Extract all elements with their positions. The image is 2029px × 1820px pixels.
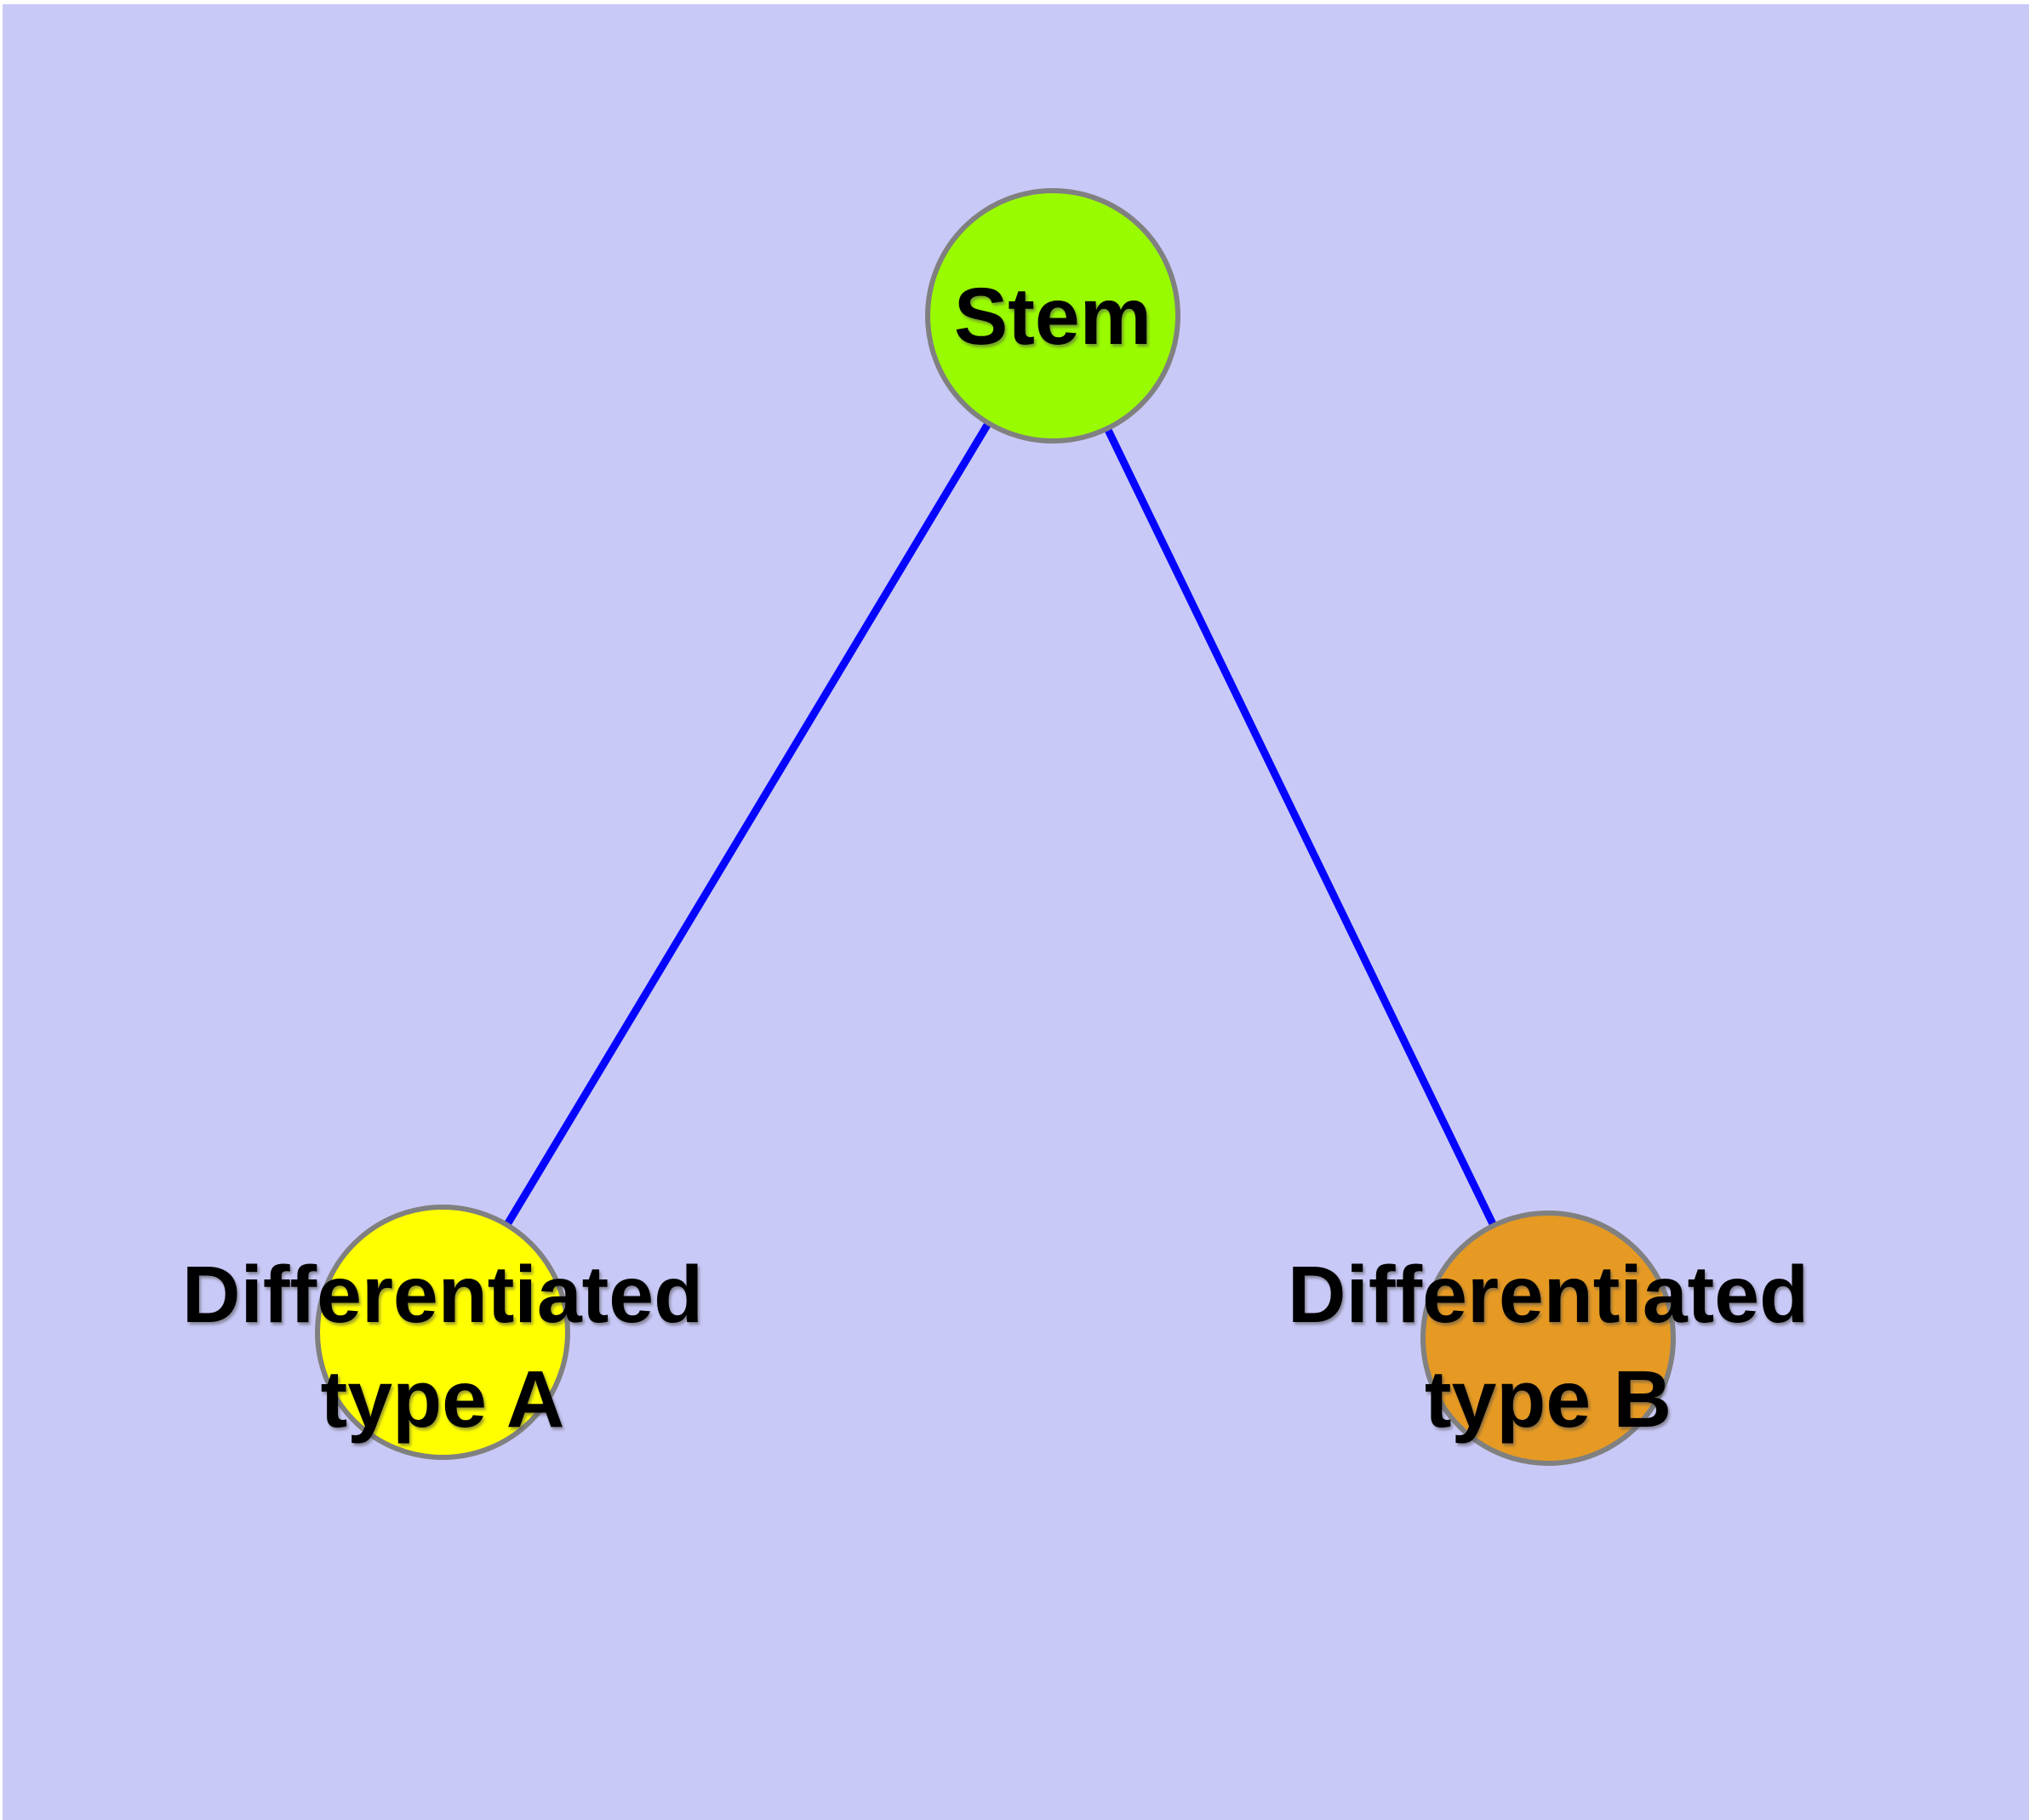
node-type-a-circle — [315, 1205, 570, 1460]
node-type-a-label-line1: Differentiated — [182, 1250, 703, 1340]
node-type-b-label-line2: type B — [1425, 1354, 1672, 1445]
node-type-b-circle — [1420, 1210, 1676, 1466]
edge-stem-to-type-b — [1049, 314, 1552, 1340]
node-stem-circle — [925, 188, 1180, 444]
edge-stem-to-type-a — [439, 313, 1056, 1335]
node-type-a-label-line2: type A — [321, 1354, 565, 1445]
node-stem-label: Stem — [954, 272, 1152, 362]
node-type-b-label-line1: Differentiated — [1288, 1250, 1809, 1340]
